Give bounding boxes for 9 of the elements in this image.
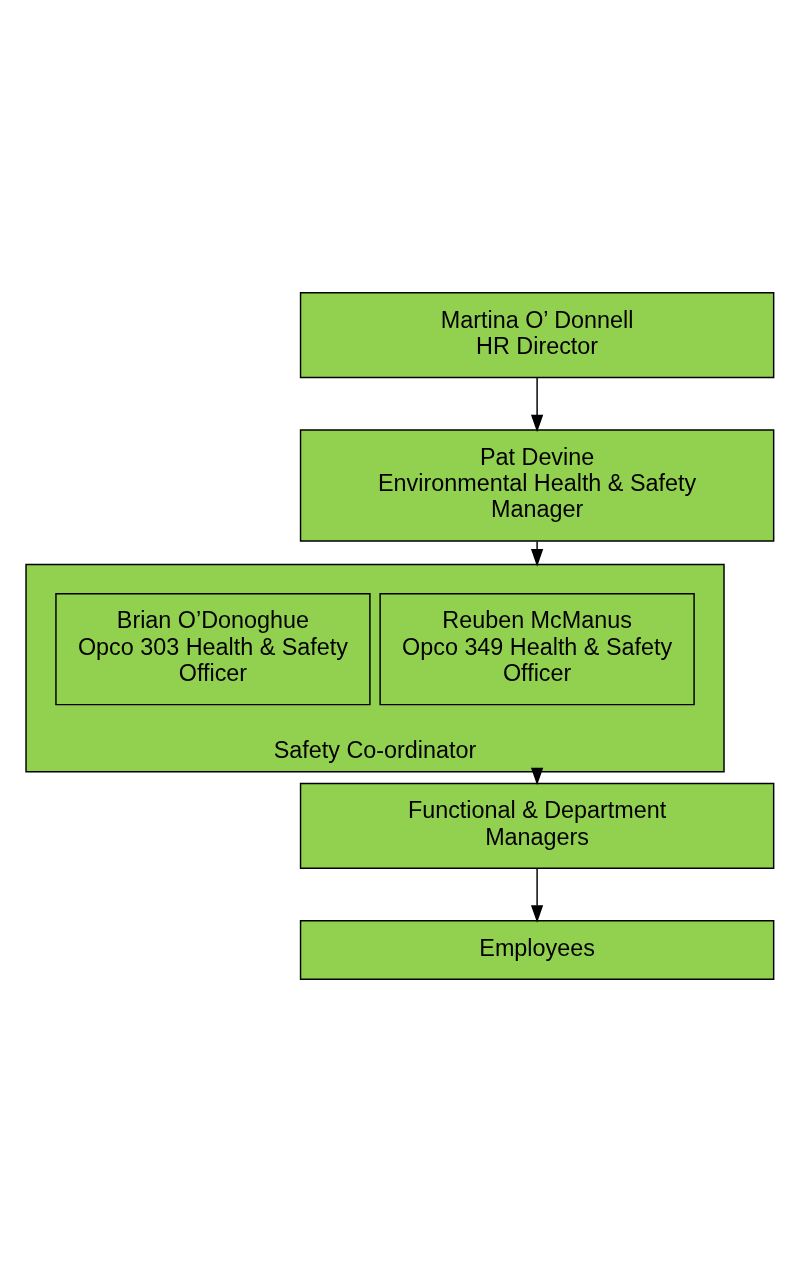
arrow	[530, 376, 544, 432]
node-box: Employees	[299, 919, 775, 980]
arrow	[530, 867, 544, 923]
node-box: Brian O’Donoghue Opco 303 Health & Safety Officer	[55, 592, 371, 705]
arrow	[530, 540, 544, 567]
node-box: Functional & Department Managers	[299, 782, 775, 869]
node-box: Martina O’ Donnell HR Director	[299, 291, 775, 378]
node-box: Reuben McManus Opco 349 Health & Safety Officer	[379, 592, 695, 705]
node-box: Pat Devine Environmental Health & Safety Manager	[299, 428, 775, 542]
